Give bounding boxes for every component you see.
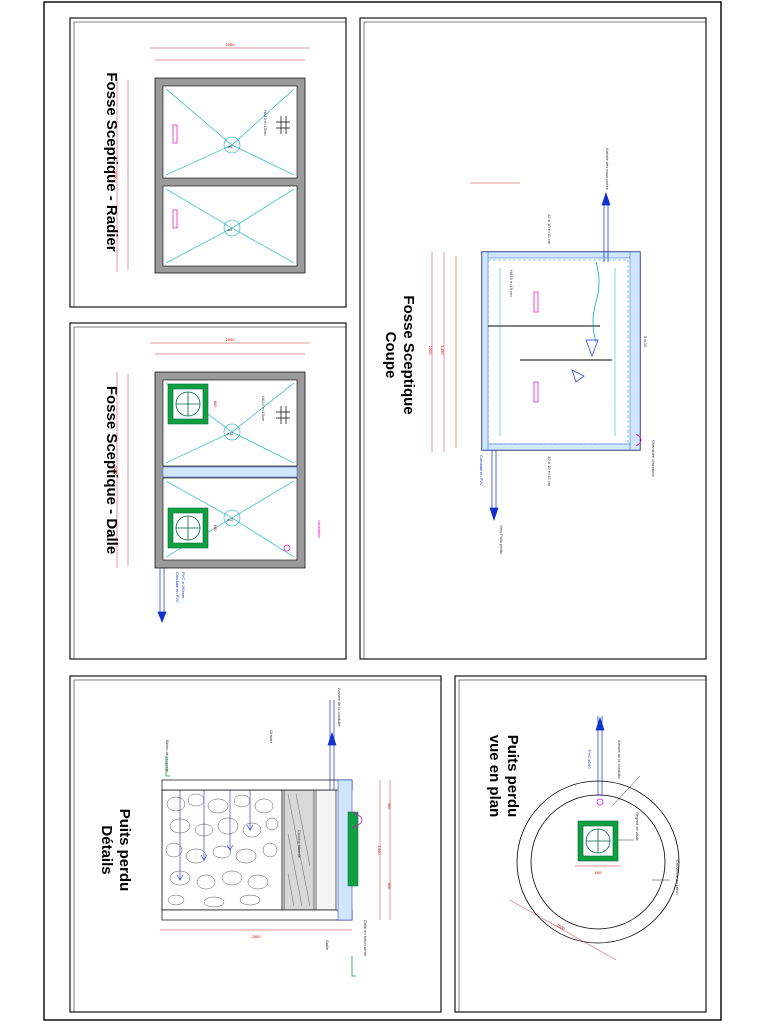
coupe-dim-height: 1450 — [440, 346, 445, 356]
dalle-pipe-note-2: PVC ⌀ 160mm — [181, 572, 186, 599]
panel-dalle: Fosse Sceptique - Dalle 3100 2500 ⌀12 ⌀1… — [69, 322, 347, 660]
puits-vent-symbol — [351, 811, 363, 829]
panel-puits-details: Puits perdu Détails — [69, 675, 442, 1013]
dalle-bar-label-2: ⌀12 — [227, 517, 235, 522]
coupe-rebar-note-2: HA10 e=15 cm — [509, 270, 514, 297]
panel-coupe: Fosse Sceptique Coupe 2200 1450 Arrivée … — [359, 17, 707, 660]
coupe-flow-arrow-1 — [585, 339, 599, 357]
puits-dim-gravel: 800 — [387, 883, 392, 890]
puits-wall-right — [161, 909, 353, 921]
coupe-outlet-note: Vers Puits perdu — [499, 525, 504, 554]
coupe-wall-hatch-left — [481, 251, 489, 451]
coupe-magenta-tag-2 — [533, 381, 539, 403]
panel-radier: Fosse Sceptique - Radier 3100 2500 ⌀6 ⌀6… — [69, 17, 347, 308]
coupe-rebar-note-3: 10 ⌀ 10 e=15 cm — [547, 456, 552, 487]
coupe-wall-hatch-bottom — [481, 443, 641, 451]
coupe-pipe-note: Conduite en PVC — [479, 455, 484, 486]
dalle-dim-total: 3100 — [113, 466, 118, 476]
dalle-beam — [162, 466, 298, 478]
radier-dimension-lines — [116, 47, 310, 272]
dalle-manhole-cover-2 — [167, 507, 209, 549]
puits-flow-arrows — [176, 790, 254, 882]
dalle-hatch-note: HA10 e=15cm — [261, 396, 266, 422]
radier-dim-inner: 2500 — [226, 42, 236, 47]
puits-note-slab: Dalle en béton armé — [363, 920, 368, 957]
puits-plan-dim-diameter: 2500 — [556, 922, 567, 931]
dalle-manhole-cover-1 — [167, 383, 209, 425]
radier-bar-label-2: ⌀6 — [228, 227, 233, 232]
panel-puits-details-title-1: Puits perdu — [116, 809, 133, 892]
coupe-flow-arrow-2 — [571, 369, 585, 383]
coupe-vent-symbol — [635, 433, 642, 447]
puits-plan-dim-square: 600 — [595, 870, 602, 875]
puits-plan-note-manhole: Regard de visite — [635, 812, 640, 842]
puits-note-clean-concrete: Béton de propreté — [165, 740, 170, 773]
radier-rebar — [165, 88, 295, 264]
puits-plan-inlet-pipe — [595, 716, 605, 796]
dalle-vent-note: Ventilation — [317, 520, 322, 538]
dalle-rebar — [165, 382, 295, 558]
coupe-tank-wall — [481, 251, 641, 451]
dalle-bar-label-1: ⌀12 — [227, 431, 235, 436]
coupe-overflow-note: Cheminée d'aération — [651, 440, 656, 477]
puits-plan-outer-ring — [516, 780, 680, 944]
puits-plan-vent-symbol — [596, 798, 604, 806]
panel-puits-plan: Puits perdu vue en plan 600 PVC ⌀160 250… — [454, 675, 707, 1013]
puits-wall-left — [161, 779, 353, 791]
panel-coupe-title-1: Fosse Sceptique — [400, 295, 417, 414]
puits-plan-note-inlet: Arrivée de la conduite — [617, 740, 622, 779]
panel-radier-title: Fosse Sceptique - Radier — [103, 72, 120, 251]
coupe-inlet-note: Arrivée des eaux usées — [605, 148, 610, 190]
radier-compartment-1 — [162, 85, 298, 179]
coupe-wall-hatch-top — [481, 251, 641, 259]
puits-dim-height: 1450 — [377, 846, 382, 856]
dalle-pipe-note: Conduite en PVC — [175, 572, 180, 603]
coupe-dim-total: 2200 — [428, 346, 433, 356]
radier-hatch-symbol — [276, 116, 290, 134]
puits-note-gravel: Gravier — [269, 730, 274, 744]
dalle-dimension-lines — [116, 342, 310, 568]
dalle-outlet-pipe — [157, 568, 167, 623]
puits-note-inlet: Arrivée de la conduite — [337, 688, 342, 727]
coupe-wall-hatch-right — [629, 251, 641, 451]
radier-hatch-note: HA10 e=15cm — [263, 110, 268, 136]
panel-coupe-title-2: Coupe — [382, 332, 399, 379]
puits-inlet-pipe — [327, 700, 337, 790]
puits-note-sand: Sable — [325, 940, 330, 951]
coupe-magenta-tag-1 — [533, 291, 539, 313]
coupe-dimension-lines — [431, 182, 520, 452]
dalle-hatch-symbol — [276, 406, 290, 424]
dalle-vent-symbol — [283, 544, 291, 552]
panel-puits-details-title-2: Détails — [98, 825, 115, 874]
panel-puits-plan-title-2: vue en plan — [486, 735, 503, 818]
radier-bar-label-1: ⌀6 — [228, 144, 233, 149]
coupe-water-level — [592, 261, 600, 343]
puits-dim-width: 2500 — [252, 934, 262, 939]
panel-puits-plan-title-1: Puits perdu — [504, 735, 521, 818]
dalle-dim-manhole-2: 600 — [213, 525, 218, 532]
puits-dim-slab: 500 — [387, 803, 392, 810]
puits-manhole-section — [347, 811, 359, 887]
radier-magenta-tag-2 — [172, 209, 178, 229]
puits-sand-layer — [315, 789, 337, 911]
puits-plan-manhole-cover — [577, 820, 619, 862]
dalle-dim-manhole-1: 600 — [213, 401, 218, 408]
coupe-inlet-pipe — [601, 191, 611, 262]
puits-plan-note-cover: Couvercle en béton — [675, 860, 680, 895]
puits-note-filter: Couche filtrante — [297, 830, 302, 859]
dalle-dim-inner: 2500 — [226, 337, 236, 342]
coupe-rebar-note-1: 12 ⌀ 10 e=15 cm — [547, 214, 552, 245]
puits-details-dimension-lines — [160, 780, 391, 931]
puits-plan-inlet-note: PVC ⌀160 — [587, 750, 592, 769]
radier-dim-total: 3100 — [113, 171, 118, 181]
puits-plan-dim-diameter-line — [509, 899, 617, 961]
coupe-outlet-pipe — [489, 450, 499, 522]
coupe-rebar-note-4: 8 ⌀ 10 — [643, 336, 648, 348]
radier-magenta-tag-1 — [172, 124, 178, 144]
puits-plan-inner-ring — [530, 794, 666, 930]
sheet-border — [43, 1, 722, 1021]
panel-dalle-title: Fosse Sceptique - Dalle — [103, 386, 120, 554]
